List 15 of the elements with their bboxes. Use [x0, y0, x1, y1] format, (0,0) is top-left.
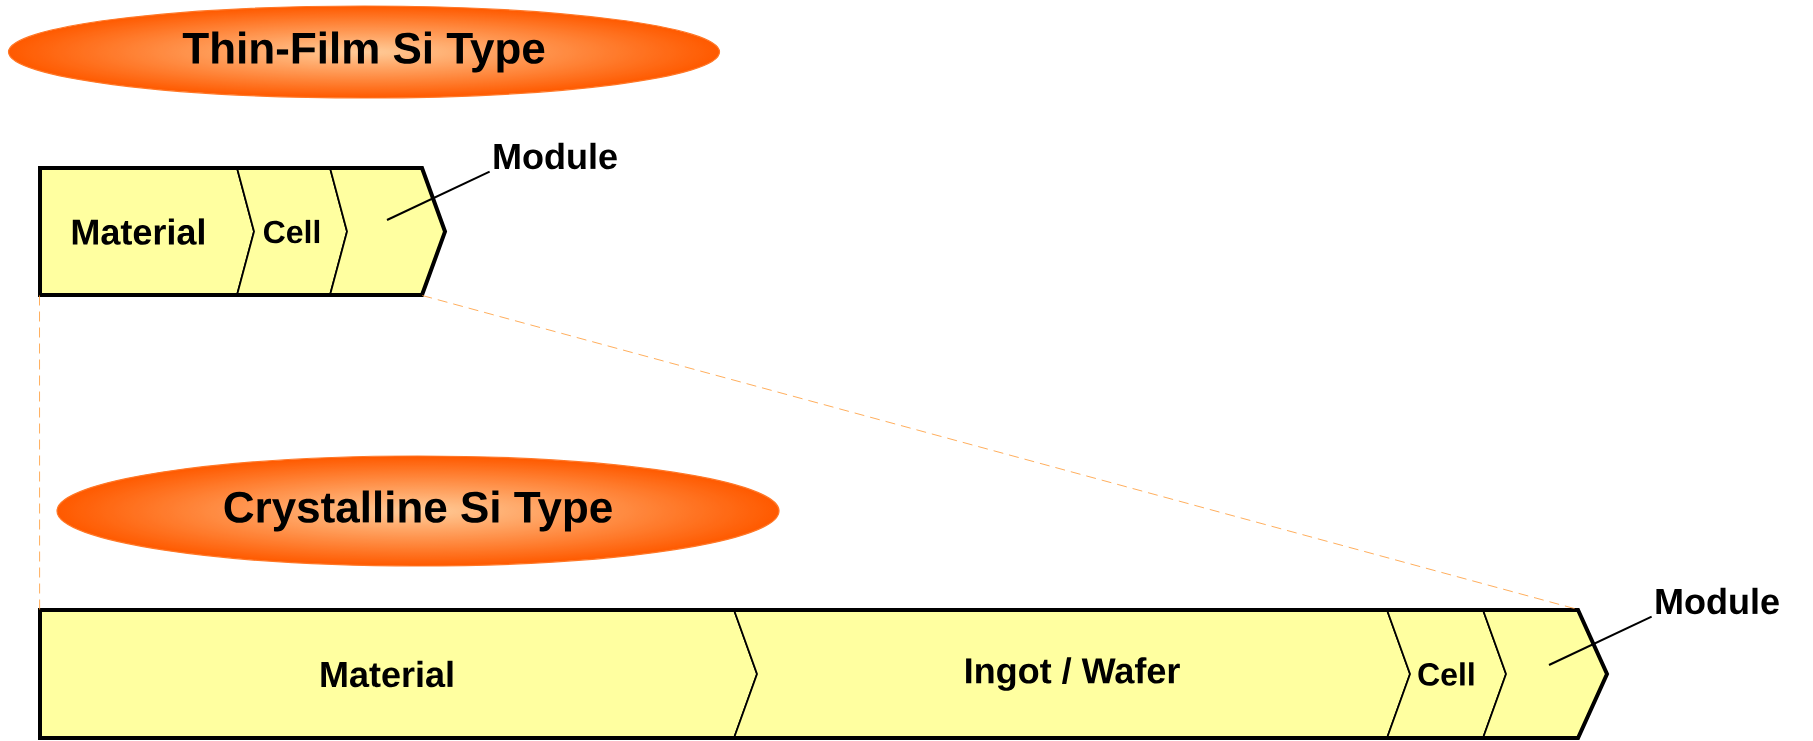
callout-label: Module — [1656, 587, 1779, 615]
leader-line — [386, 170, 491, 221]
leader-line — [1548, 615, 1653, 666]
node-label: Material — [321, 660, 453, 688]
chevron-segment — [1481, 609, 1608, 739]
chevron-segment: Cell — [1385, 609, 1507, 739]
chevron-segment: Material — [39, 609, 758, 739]
node-label: Cell — [1418, 662, 1474, 686]
chevron-segment — [328, 167, 446, 296]
callout-label: Module — [494, 142, 617, 170]
zoom-line — [39, 295, 40, 610]
chevron-segment: Material — [39, 167, 255, 296]
chevron-segment: Cell — [235, 167, 348, 296]
chevron-segment: Ingot / Wafer — [732, 609, 1411, 739]
node-label: Ingot / Wafer — [966, 657, 1180, 691]
